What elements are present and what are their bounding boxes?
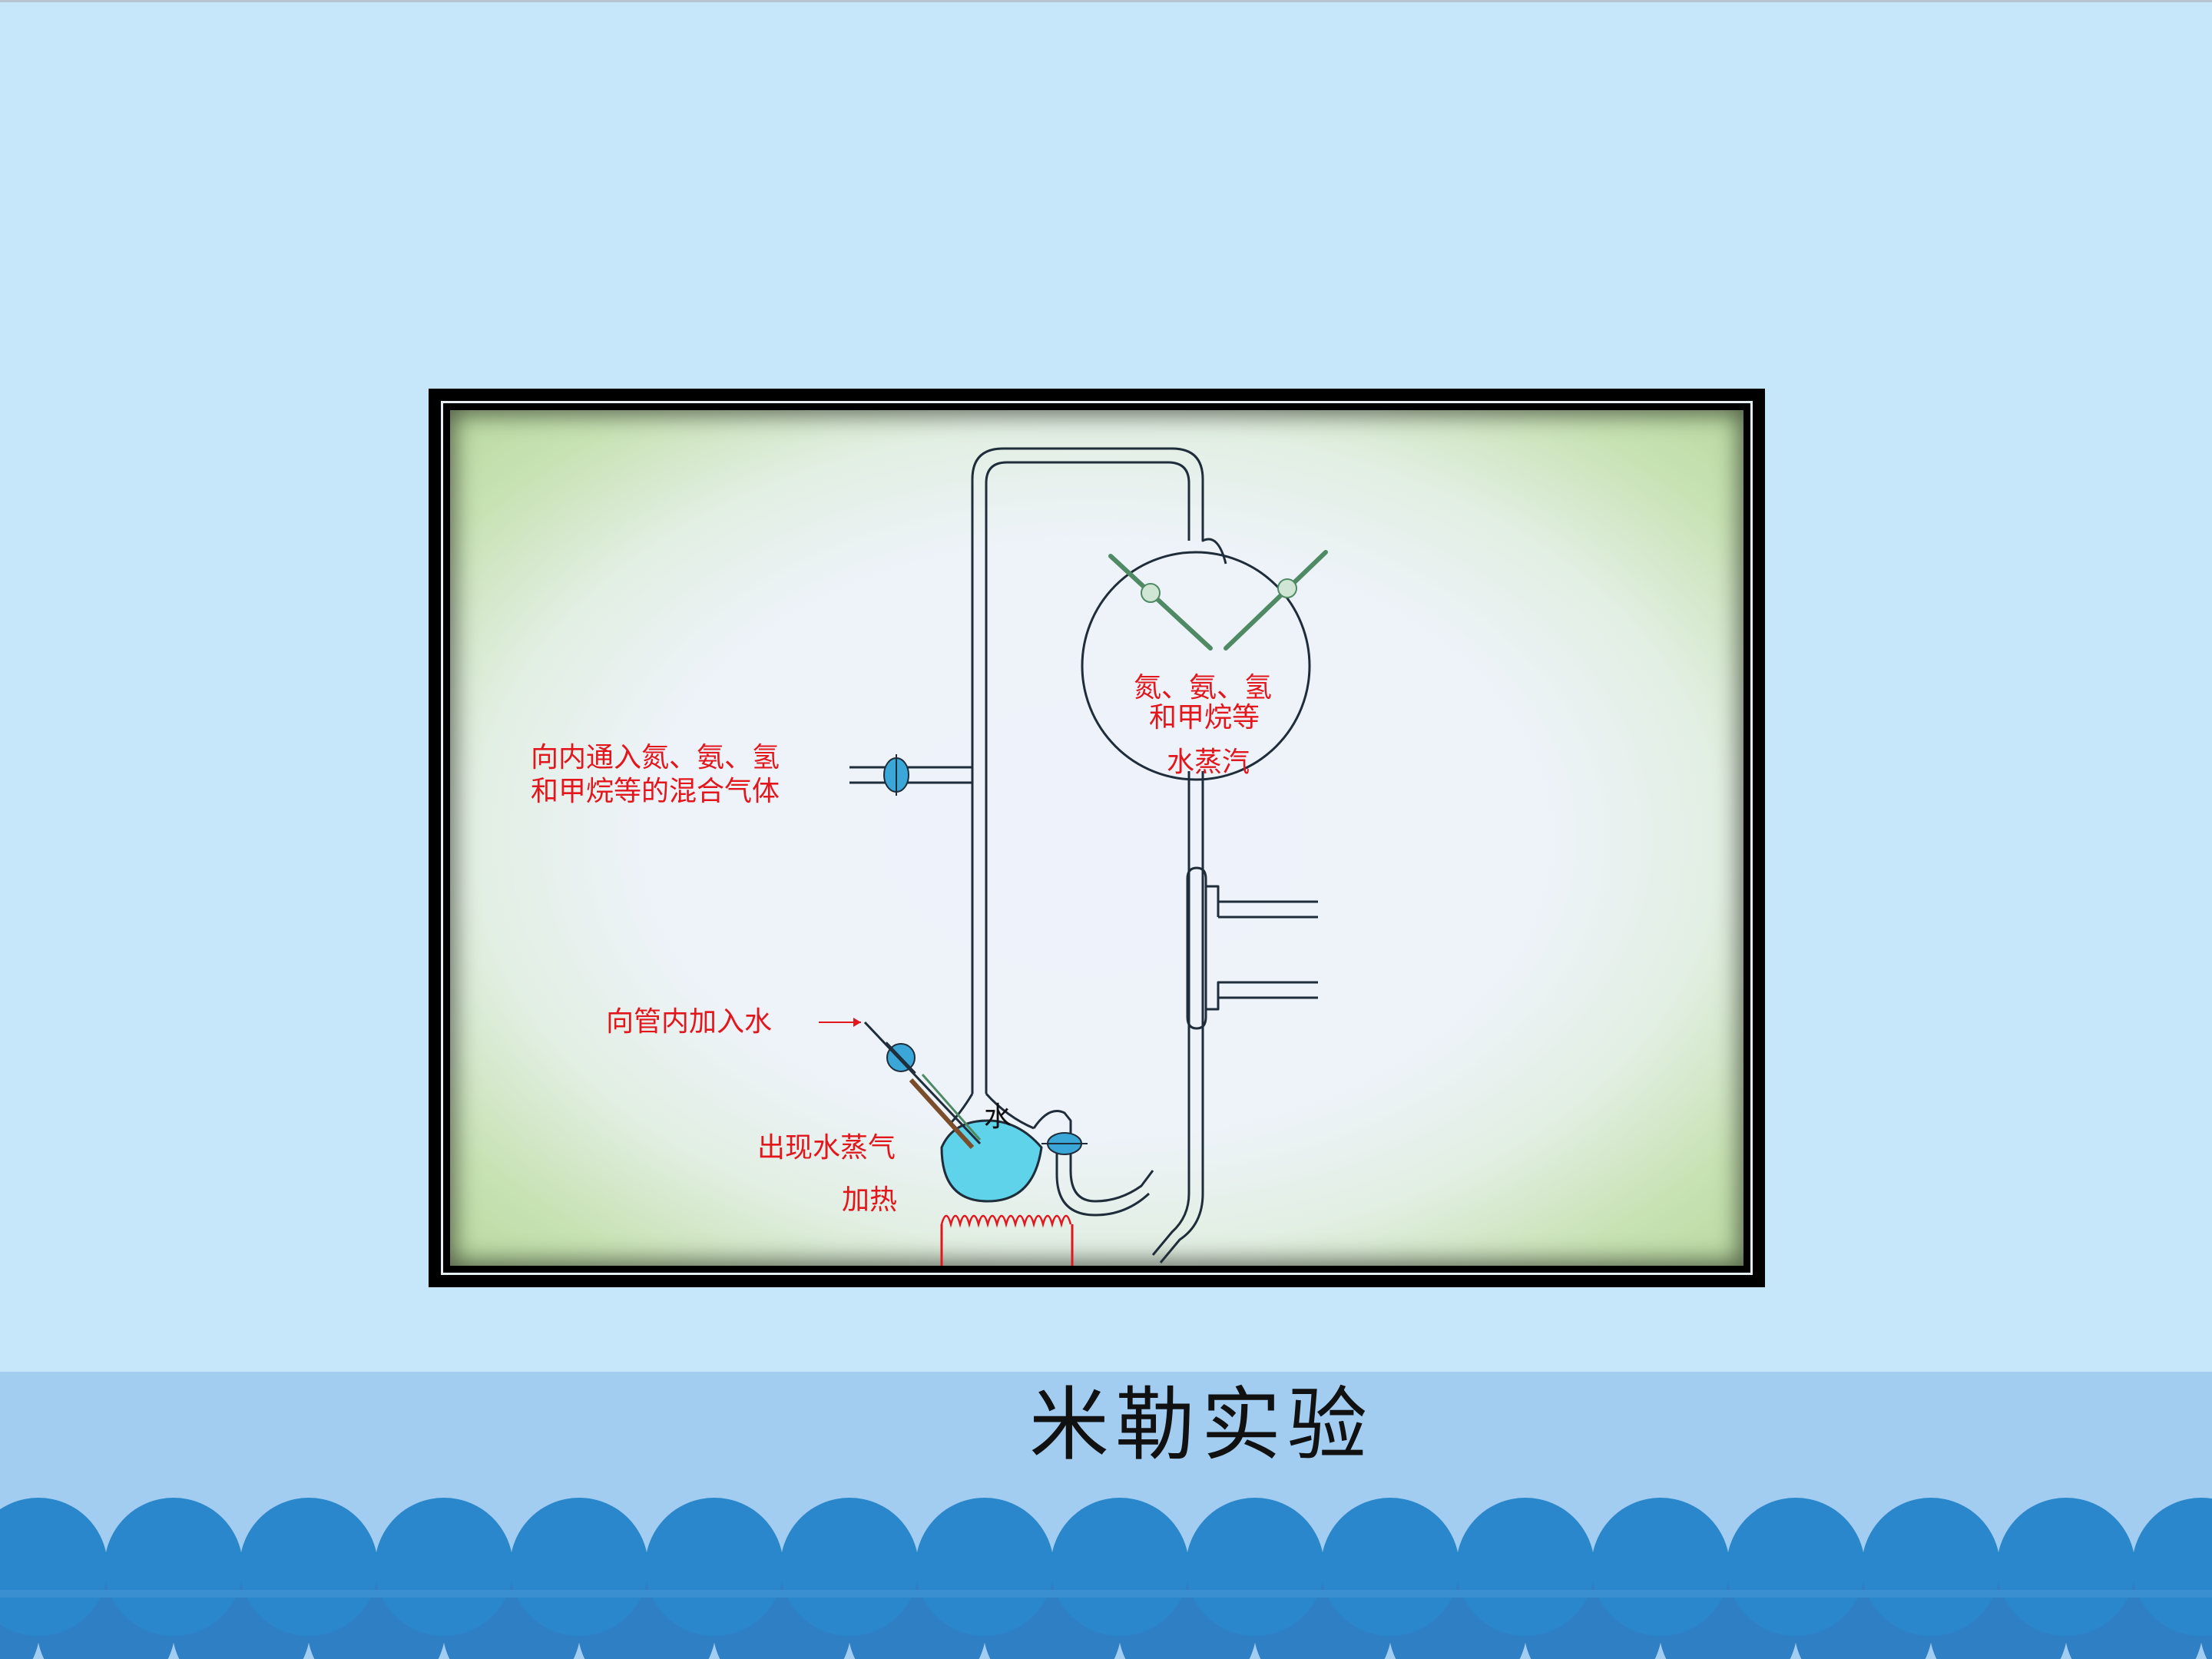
- gas-inlet-pipe: [849, 766, 972, 784]
- wave-scallop-front: [510, 1498, 648, 1636]
- heater-coil: [940, 1214, 1072, 1228]
- wave-scallop-front: [2132, 1498, 2212, 1636]
- add-water-label: 向管内加入水: [606, 1006, 772, 1038]
- condenser-upper-port: [1206, 885, 1318, 919]
- wave-scallop-front: [1051, 1498, 1189, 1636]
- wave-scallop-front: [645, 1498, 783, 1636]
- condenser-column-outer: [1159, 771, 1204, 1263]
- heating-label: 加热: [842, 1184, 897, 1216]
- slide-title: 米勒实验: [1029, 1378, 1374, 1472]
- miller-apparatus-diagram: 向内通入氮、氨、氢 和甲烷等的混合气体 氮、氨、氢 和甲烷等 水蒸汽 向管内加入…: [531, 447, 1328, 1266]
- reaction-flask: [1081, 551, 1311, 781]
- wave-scallop-front: [375, 1498, 513, 1636]
- top-border-line: [0, 0, 2212, 2]
- wave-scallop-front: [1186, 1498, 1324, 1636]
- wave-scallop-front: [1862, 1498, 2000, 1636]
- wave-scallop-front: [1456, 1498, 1594, 1636]
- flask-label-line3: 水蒸汽: [1167, 747, 1250, 778]
- water-label: 水: [984, 1101, 1012, 1133]
- heater-legs: [940, 1224, 1074, 1266]
- wave-front-row: [0, 1498, 2212, 1636]
- condenser-column-inner: [1151, 771, 1190, 1256]
- flask-label-line2: 和甲烷等: [1149, 702, 1260, 733]
- water-inlet-tube: [863, 1021, 982, 1145]
- wave-scallop-front: [1727, 1498, 1865, 1636]
- electrodes: [1108, 550, 1328, 651]
- wave-scallop-front: [1997, 1498, 2135, 1636]
- u-trap-inner: [1055, 1140, 1151, 1217]
- flask-label-line1: 氮、氨、氢: [1134, 672, 1272, 704]
- u-trap: [1032, 1110, 1154, 1203]
- condenser-lower-port: [1206, 981, 1318, 1011]
- electrode-seal-left: [1141, 583, 1161, 603]
- condenser-jacket: [1186, 866, 1207, 1030]
- wave-scallop-front: [104, 1498, 243, 1636]
- wave-scallop-front: [0, 1498, 108, 1636]
- apparatus-tube-outer: [971, 447, 1227, 1094]
- diagram-frame: 向内通入氮、氨、氢 和甲烷等的混合气体 氮、氨、氢 和甲烷等 水蒸汽 向管内加入…: [429, 389, 1765, 1287]
- electrode-seal-right: [1277, 578, 1297, 598]
- wave-scallop-front: [780, 1498, 919, 1636]
- wave-scallop-front: [1591, 1498, 1730, 1636]
- wave-separator: [0, 1590, 2212, 1598]
- probe-green: [921, 1074, 982, 1141]
- wave-decoration: [0, 1498, 2212, 1659]
- electrode-left: [1108, 554, 1213, 651]
- vapor-appears-label: 出现水蒸气: [757, 1132, 896, 1164]
- diagram-panel: 向内通入氮、氨、氢 和甲烷等的混合气体 氮、氨、氢 和甲烷等 水蒸汽 向管内加入…: [450, 410, 1743, 1266]
- wave-scallop-front: [240, 1498, 378, 1636]
- gas-inlet-stopcock: [883, 754, 909, 796]
- add-water-arrow-head: [853, 1018, 861, 1027]
- gas-inlet-label-line2: 和甲烷等的混合气体: [531, 776, 780, 807]
- gas-inlet-label-line1: 向内通入氮、氨、氢: [531, 742, 780, 773]
- apparatus-tube-inner: [985, 461, 1190, 1094]
- electrode-right: [1224, 550, 1328, 651]
- probe-brown: [909, 1078, 975, 1150]
- wave-scallop-front: [1321, 1498, 1459, 1636]
- frame-inner-border: [441, 401, 1753, 1275]
- u-trap-stopcock: [1041, 1132, 1088, 1155]
- water-inlet-stopcock: [886, 1041, 916, 1074]
- wave-scallop-front: [916, 1498, 1054, 1636]
